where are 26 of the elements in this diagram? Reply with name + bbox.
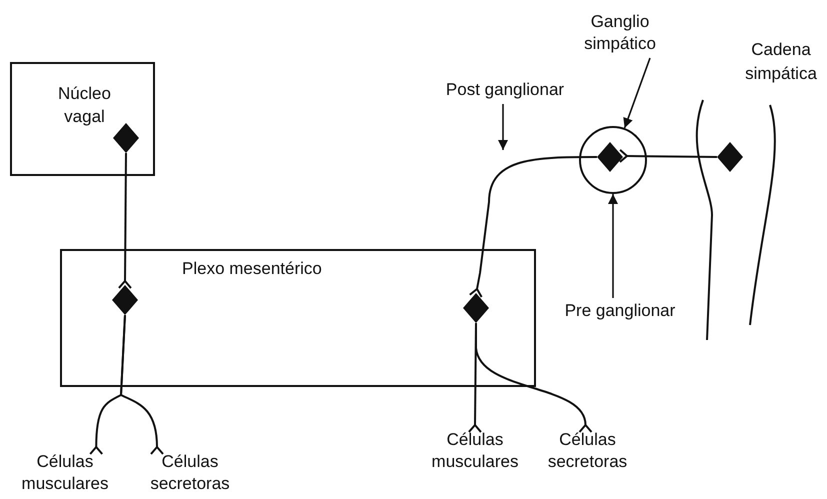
text-label: Células musculares <box>5 450 125 496</box>
text-label: Post ganglionar <box>425 78 585 102</box>
cell-body-diamond <box>597 142 623 172</box>
box-heading: Plexo mesentérico <box>182 258 323 280</box>
text-label: Células secretoras <box>135 450 245 496</box>
cell-body-diamond <box>717 142 743 172</box>
nerve-fiber <box>118 153 132 290</box>
region-box <box>60 249 536 387</box>
box-heading: Núcleo vagal <box>57 83 112 128</box>
cell-body-diamond <box>463 293 489 323</box>
text-label: Pre ganglionar <box>545 298 695 324</box>
leader-arrow <box>623 58 651 128</box>
cell-body-diamond <box>112 285 138 315</box>
ganglion-circle <box>579 126 647 194</box>
text-label: Ganglio simpático <box>560 8 680 58</box>
text-label: Células musculares <box>415 428 535 474</box>
nerve-fiber <box>618 148 718 163</box>
cell-body-diamond <box>113 123 139 153</box>
nerve-fiber <box>468 156 597 298</box>
chain-label: Cadena simpática <box>744 39 818 85</box>
leader-arrow <box>498 104 508 150</box>
leader-arrow <box>608 194 618 298</box>
nerve-fiber <box>475 323 594 434</box>
region-box <box>10 62 155 176</box>
nerve-fiber <box>120 314 164 456</box>
text-label: Células secretoras <box>535 428 640 474</box>
